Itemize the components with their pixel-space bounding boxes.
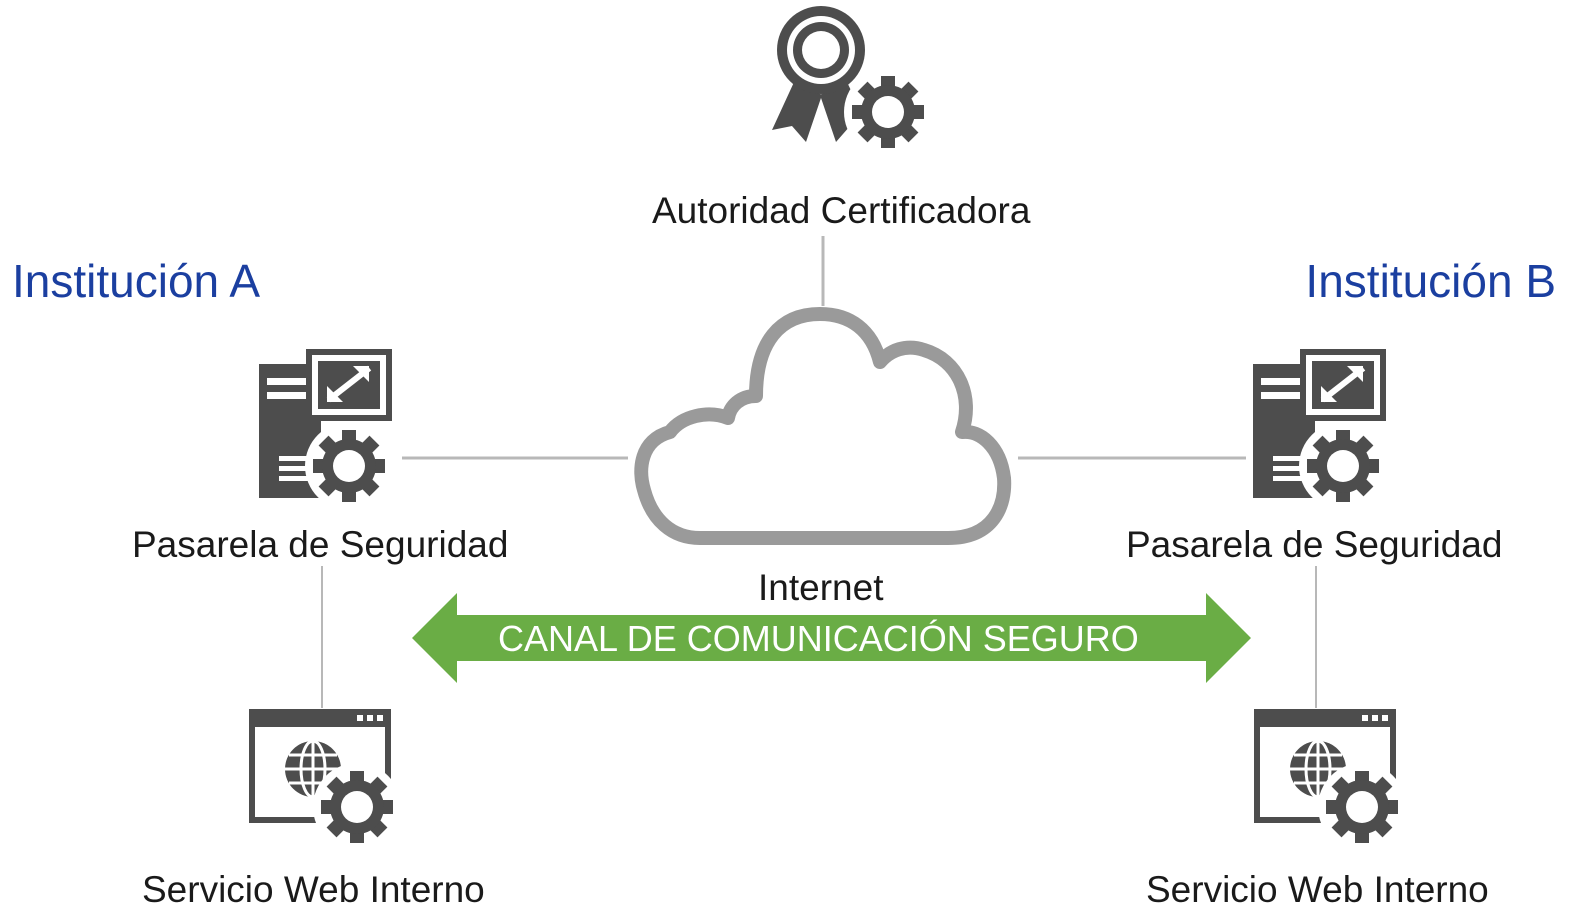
web-service-b-icon: [1254, 709, 1406, 851]
internet-label: Internet: [758, 567, 884, 608]
gateway-a-label: Pasarela de Seguridad: [132, 524, 509, 565]
certificate-authority-label: Autoridad Certificadora: [652, 190, 1031, 231]
certificate-gear-icon: [772, 6, 932, 156]
gateway-b-icon: [1253, 352, 1387, 510]
cloud-icon: [634, 307, 1012, 545]
institution-b-title: Institución B: [1305, 255, 1556, 307]
web-service-a-label: Servicio Web Interno: [142, 869, 485, 910]
institution-a-title: Institución A: [12, 255, 261, 307]
gateway-b-label: Pasarela de Seguridad: [1126, 524, 1503, 565]
connector-lines: [321, 236, 1317, 708]
double-arrow-icon: [412, 593, 1251, 683]
web-service-a-icon: [249, 709, 401, 851]
gateway-a-icon: [259, 352, 393, 510]
secure-channel-label: CANAL DE COMUNICACIÓN SEGURO: [498, 618, 1139, 659]
web-service-b-label: Servicio Web Interno: [1146, 869, 1489, 910]
